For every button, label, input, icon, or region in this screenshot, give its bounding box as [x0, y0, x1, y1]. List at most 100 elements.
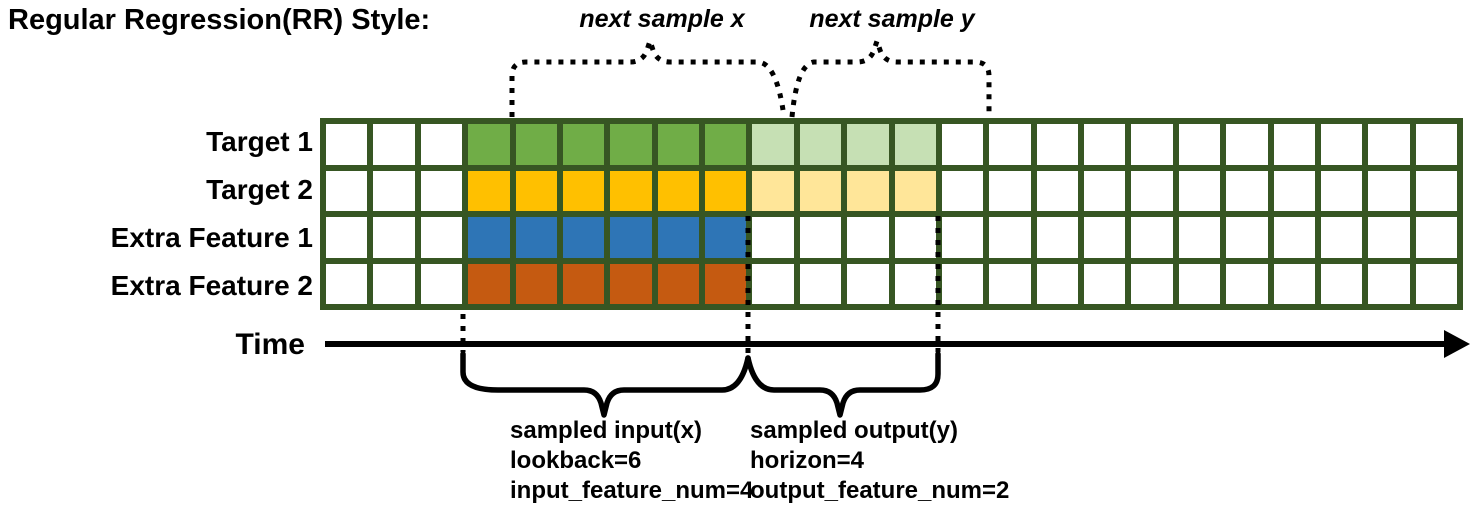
grid-cell: [515, 124, 557, 165]
grid-cell: [1415, 170, 1457, 211]
grid-cell: [752, 170, 794, 211]
grid-cell: [989, 170, 1031, 211]
time-axis-label: Time: [235, 328, 305, 361]
grid-cell: [420, 263, 463, 304]
grid-cell: [1415, 124, 1457, 165]
grid-cell: [468, 124, 510, 165]
grid-cell: [1178, 170, 1221, 211]
grid-cell: [1226, 170, 1268, 211]
grid-cell: [1320, 263, 1363, 304]
grid-cell: [1415, 263, 1457, 304]
next-sample-x-brace: [509, 33, 787, 118]
grid-cell: [326, 217, 368, 258]
grid-cell: [1084, 170, 1126, 211]
sampled-input-line: lookback=6: [510, 447, 642, 474]
grid-cell: [468, 170, 510, 211]
grid-cell: [941, 124, 984, 165]
sampled-output-brace: [745, 351, 941, 418]
grid-cell: [847, 217, 889, 258]
grid-cell: [989, 263, 1031, 304]
grid-cell: [894, 217, 936, 258]
grid-cell: [657, 217, 699, 258]
grid-cell: [1131, 263, 1173, 304]
grid-cell: [752, 217, 794, 258]
grid-cell: [705, 217, 747, 258]
grid-cell: [610, 124, 652, 165]
grid-cell: [1036, 170, 1078, 211]
grid-cell: [515, 263, 557, 304]
grid-cell: [1226, 263, 1268, 304]
grid-cell: [610, 263, 652, 304]
grid-cell: [1131, 217, 1173, 258]
grid-cell: [610, 170, 652, 211]
grid-cell: [989, 124, 1031, 165]
time-arrow: [325, 330, 1470, 358]
row-label-extra-feature-1: Extra Feature 1: [110, 222, 313, 253]
grid-cell: [989, 217, 1031, 258]
grid-cell: [1368, 170, 1410, 211]
grid-cell: [1084, 124, 1126, 165]
grid-cell: [799, 124, 842, 165]
grid-cell: [1178, 217, 1221, 258]
grid-cell: [1226, 124, 1268, 165]
grid-cell: [1036, 124, 1078, 165]
grid-cell: [1036, 217, 1078, 258]
grid-cell: [941, 263, 984, 304]
grid-cell: [373, 217, 415, 258]
grid-cell: [326, 124, 368, 165]
row-label-target-1: Target 1: [206, 126, 313, 157]
grid-cell: [326, 263, 368, 304]
next-sample-x-label: next sample x: [579, 5, 745, 33]
grid-cell: [847, 263, 889, 304]
grid-cell: [420, 217, 463, 258]
row-label-extra-feature-2: Extra Feature 2: [110, 270, 313, 301]
grid-cell: [1226, 217, 1268, 258]
sampled-input-line: input_feature_num=4: [510, 477, 754, 504]
grid-cell: [326, 170, 368, 211]
grid-cell: [1131, 124, 1173, 165]
grid-cell: [1131, 170, 1173, 211]
grid-cell: [515, 217, 557, 258]
grid-cell: [1084, 263, 1126, 304]
grid-cell: [373, 124, 415, 165]
grid-cell: [847, 170, 889, 211]
grid-cell: [1320, 217, 1363, 258]
grid-cell: [894, 263, 936, 304]
grid-cell: [1320, 124, 1363, 165]
grid-cell: [657, 263, 699, 304]
grid-cell: [1273, 170, 1315, 211]
grid-cell: [1178, 263, 1221, 304]
grid-cell: [373, 170, 415, 211]
grid-cell: [1415, 217, 1457, 258]
grid-cell: [1368, 124, 1410, 165]
sampled-input-line: sampled input(x): [510, 417, 703, 444]
grid-cell: [657, 170, 699, 211]
grid-cell: [941, 217, 984, 258]
grid-cell: [1273, 124, 1315, 165]
grid-cell: [1368, 217, 1410, 258]
grid-cell: [752, 124, 794, 165]
grid-cell: [799, 263, 842, 304]
next-sample-y-label: next sample y: [809, 5, 975, 33]
grid-cell: [705, 124, 747, 165]
grid-cell: [799, 217, 842, 258]
grid-cell: [657, 124, 699, 165]
grid-cell: [1273, 263, 1315, 304]
sampled-output-line: output_feature_num=2: [750, 477, 1010, 504]
grid-cell: [894, 124, 936, 165]
grid-cell: [1273, 217, 1315, 258]
grid-cell: [515, 170, 557, 211]
grid-cell: [705, 170, 747, 211]
grid-cell: [610, 217, 652, 258]
grid-cell: [1036, 263, 1078, 304]
grid-cell: [420, 170, 463, 211]
grid-cell: [1084, 217, 1126, 258]
next-sample-y-brace: [789, 33, 992, 118]
grid-cell: [1178, 124, 1221, 165]
grid-cell: [562, 124, 605, 165]
grid-cell: [847, 124, 889, 165]
sampled-input-brace: [460, 351, 751, 418]
grid-cell: [799, 170, 842, 211]
